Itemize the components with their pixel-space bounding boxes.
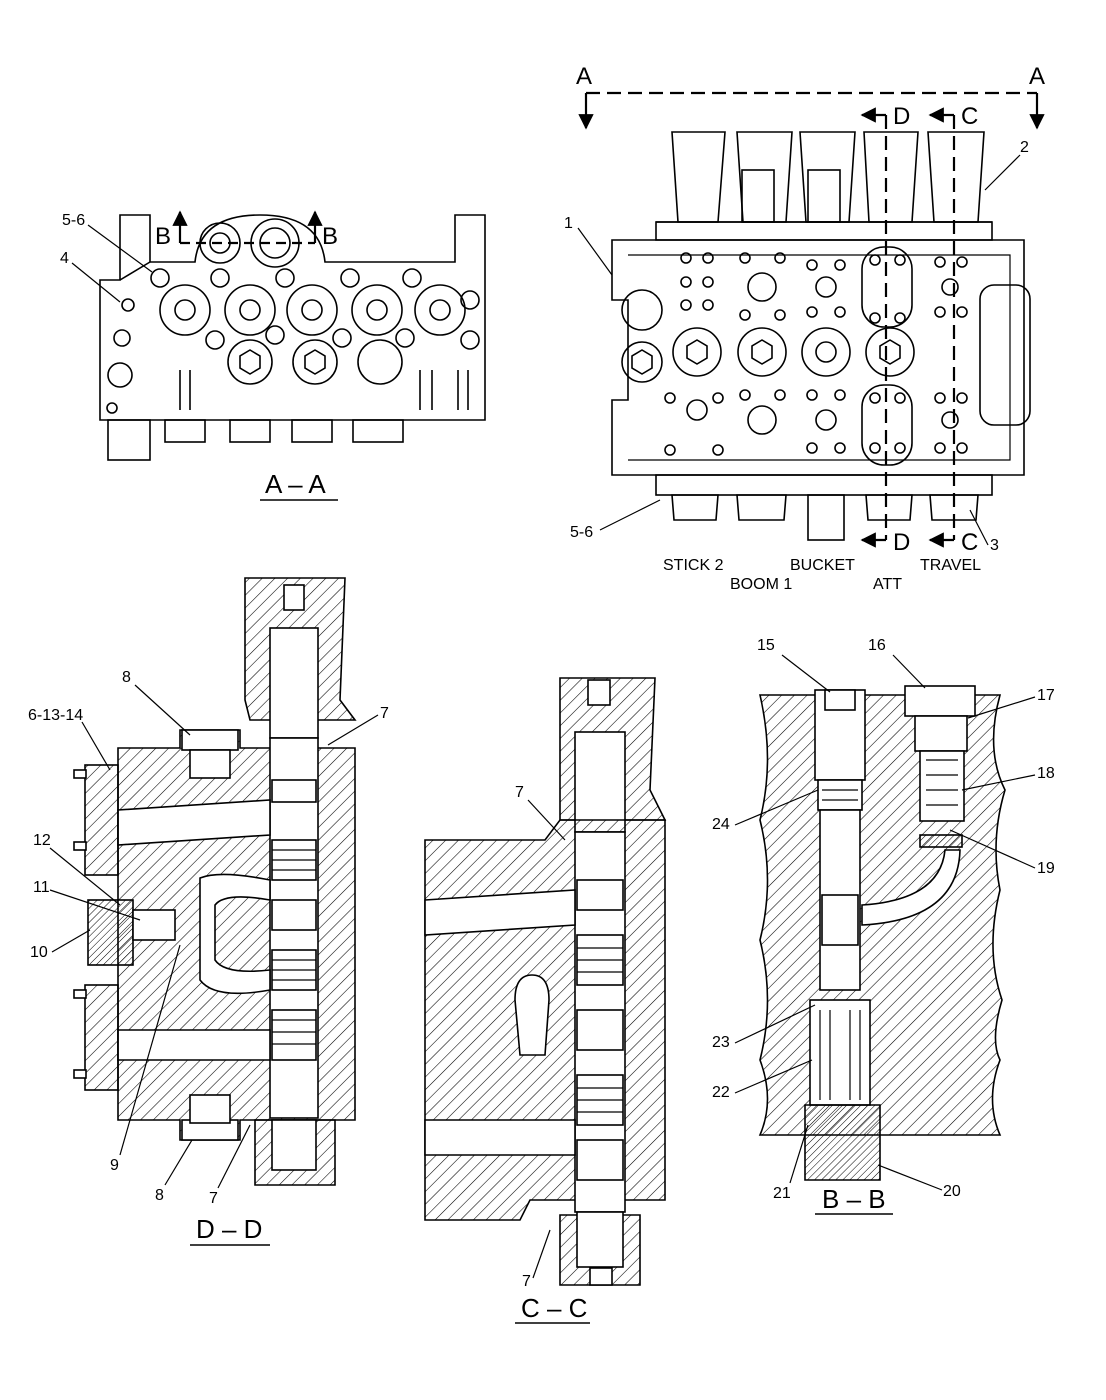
callout-6-13-14: 6-13-14 (28, 707, 83, 724)
view-bb (758, 685, 1006, 1181)
callout-22: 22 (712, 1084, 730, 1101)
callout-11: 11 (33, 879, 50, 896)
function-bucket: BUCKET (790, 557, 855, 574)
callout-17: 17 (1037, 687, 1055, 704)
section-label-c-bottom: C (961, 529, 978, 556)
callout-4: 4 (60, 250, 69, 267)
callout-21: 21 (773, 1185, 791, 1202)
top-view (578, 91, 1045, 548)
top-view-labels: A A D C D C 1 2 3 5-6 STICK 2 BOOM 1 BUC… (564, 63, 1045, 593)
view-bb-leaders (734, 654, 1036, 1215)
valve-body-front (611, 239, 1025, 476)
ports-front (621, 246, 968, 466)
view-dd-labels: 6-13-14 8 7 12 11 10 9 8 7 D – D (28, 669, 389, 1244)
callout-20: 20 (943, 1183, 961, 1200)
section-line-cc (928, 107, 956, 548)
callout-5-6-aa: 5-6 (62, 212, 85, 229)
section-label-b-right: B (322, 223, 338, 250)
callout-10: 10 (30, 944, 48, 961)
view-bb-labels: 15 16 17 18 19 24 23 22 21 20 B – B (712, 637, 1055, 1214)
function-travel: TRAVEL (920, 557, 981, 574)
view-aa-labels: B B 5-6 4 A – A (60, 212, 338, 499)
aa-ports (106, 268, 480, 414)
section-label-a-right: A (1029, 63, 1045, 90)
callout-16: 16 (868, 637, 886, 654)
section-line-bb (172, 210, 323, 245)
function-stick-2: STICK 2 (663, 557, 724, 574)
callout-7-cc-top: 7 (515, 784, 524, 801)
bottom-spool-caps (655, 474, 993, 541)
callout-5-6-top: 5-6 (570, 524, 593, 541)
callout-15: 15 (757, 637, 775, 654)
callout-7-dd-bottom: 7 (209, 1190, 218, 1207)
function-att: ATT (873, 576, 902, 593)
section-label-c-top: C (961, 103, 978, 130)
callout-23: 23 (712, 1034, 730, 1051)
function-boom-1: BOOM 1 (730, 576, 792, 593)
callout-1: 1 (564, 215, 573, 232)
top-view-leaders (577, 154, 1021, 546)
top-spool-caps (655, 131, 993, 241)
view-title-cc: C – C (521, 1293, 587, 1323)
callout-8-top: 8 (122, 669, 131, 686)
section-label-d-bottom: D (893, 529, 910, 556)
view-aa-leaders (71, 224, 338, 501)
view-dd-leaders (49, 684, 379, 1246)
view-title-aa: A – A (265, 469, 326, 499)
callout-8-bottom: 8 (155, 1187, 164, 1204)
view-aa (99, 210, 486, 461)
section-line-aa (578, 91, 1045, 130)
view-dd (73, 577, 357, 1186)
callout-12: 12 (33, 832, 51, 849)
callout-9: 9 (110, 1157, 119, 1174)
view-cc-leaders (515, 799, 590, 1324)
view-title-bb: B – B (822, 1184, 886, 1214)
callout-19: 19 (1037, 860, 1055, 877)
callout-24: 24 (712, 816, 730, 833)
callout-3: 3 (990, 537, 999, 554)
callout-7-dd-top: 7 (380, 705, 389, 722)
section-label-b-left: B (155, 223, 171, 250)
view-cc (424, 677, 667, 1286)
view-cc-labels: 7 7 C – C (515, 784, 587, 1323)
callout-2: 2 (1020, 139, 1029, 156)
section-label-a-left: A (576, 63, 592, 90)
callout-7-cc-bottom: 7 (522, 1273, 531, 1290)
section-label-d-top: D (893, 103, 910, 130)
view-title-dd: D – D (196, 1214, 262, 1244)
callout-18: 18 (1037, 765, 1055, 782)
